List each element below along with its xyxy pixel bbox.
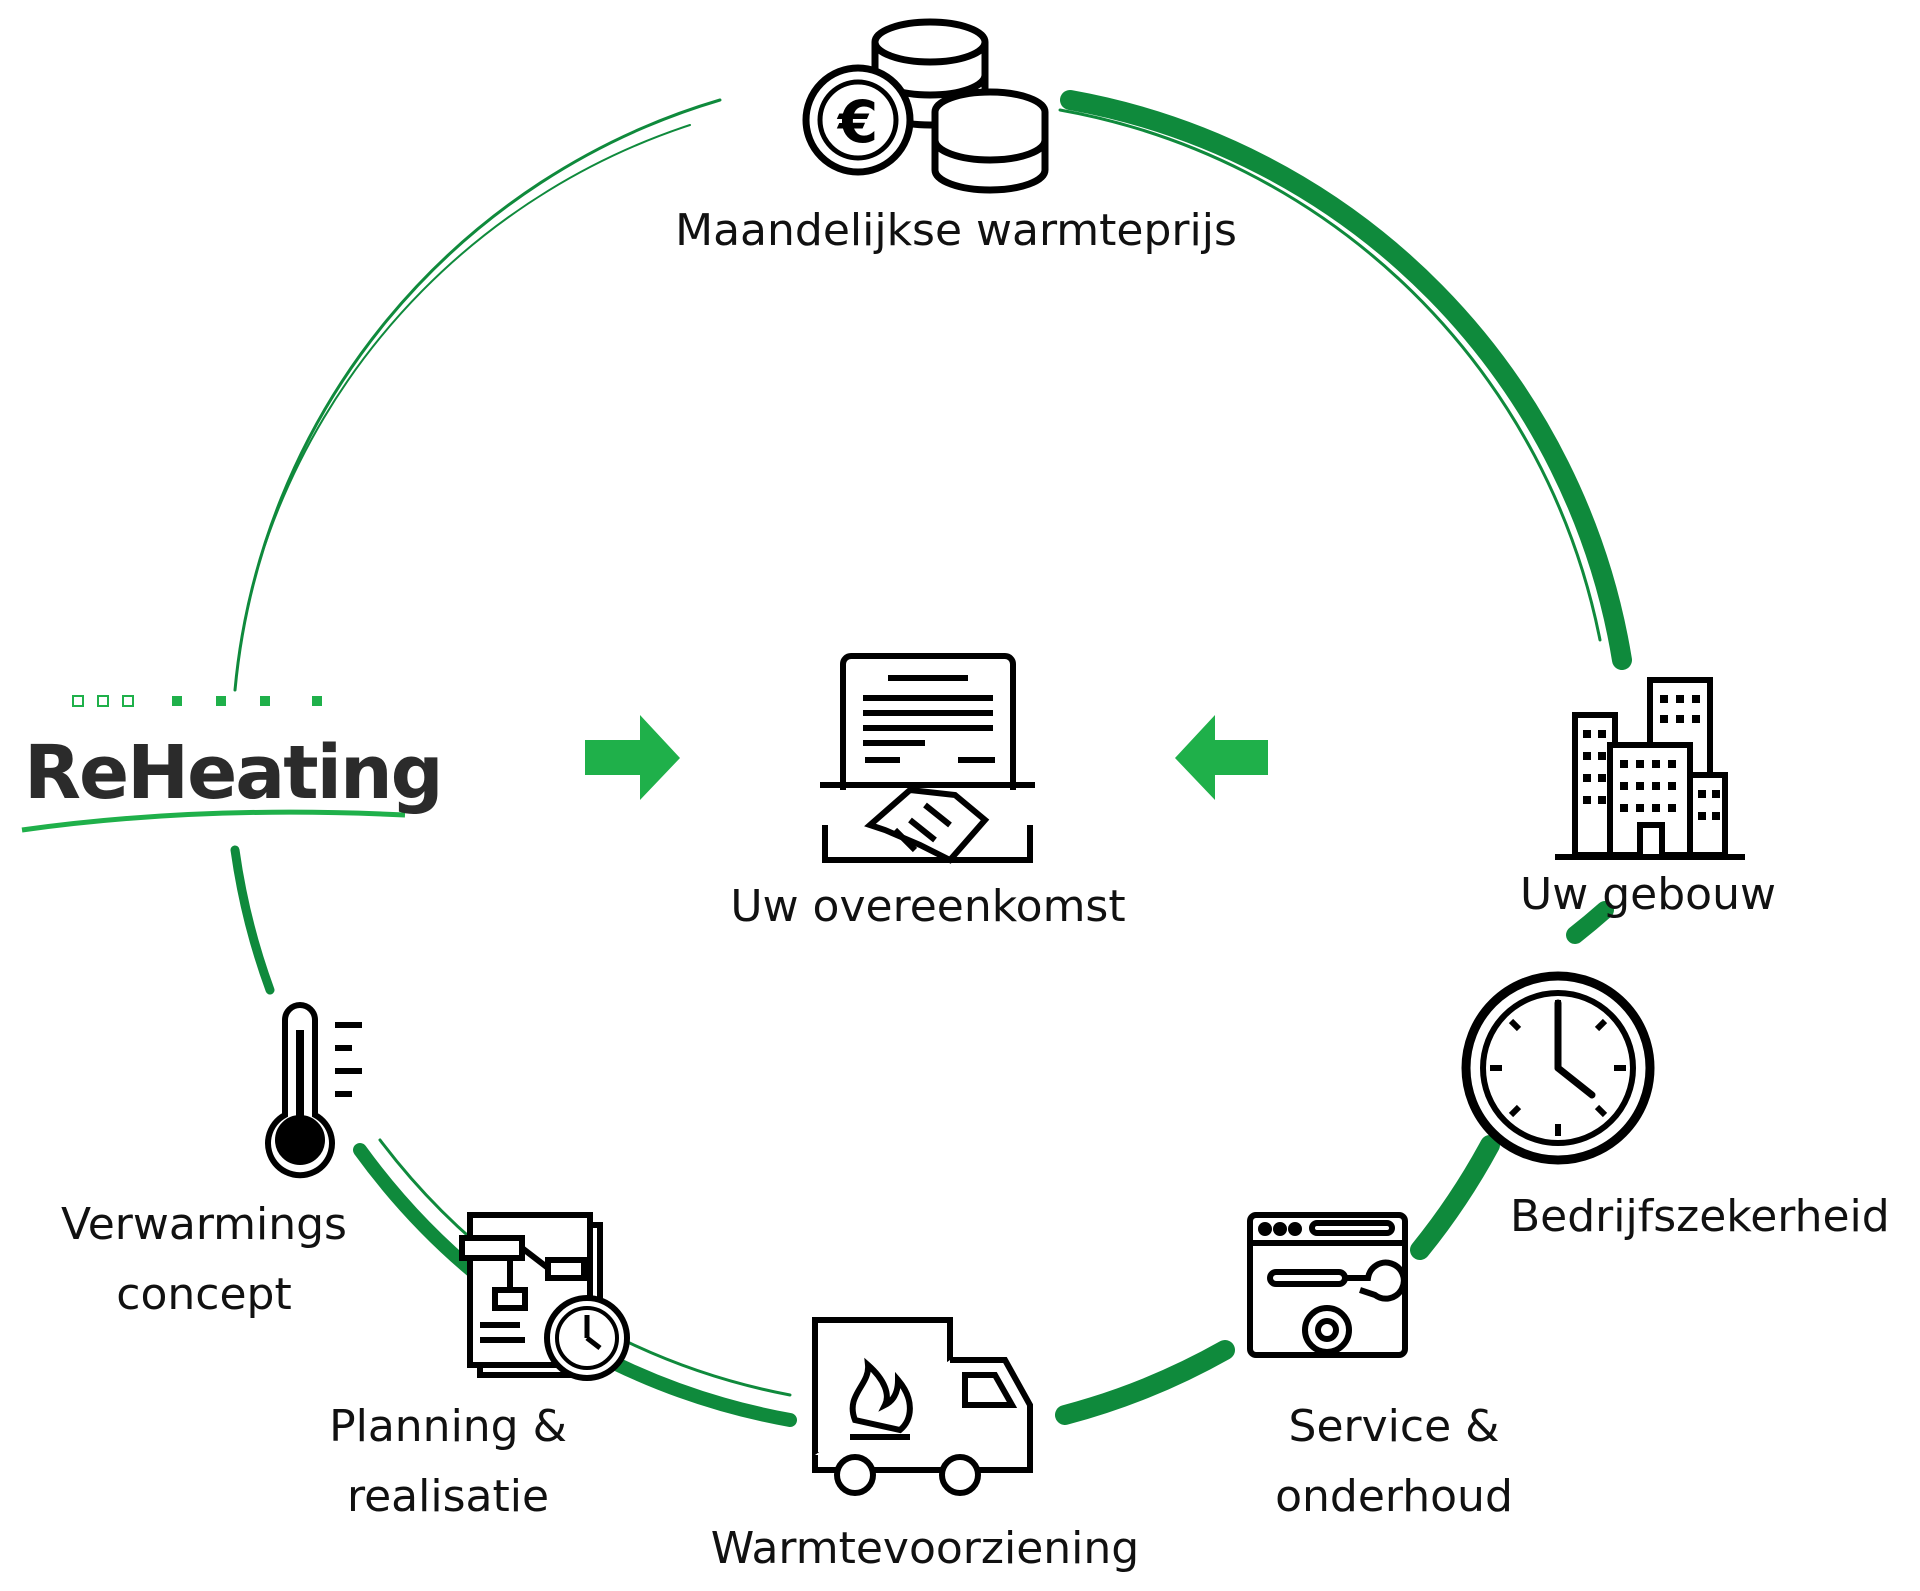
label-planning-line-2: realisatie [346, 1471, 550, 1522]
euro-coins-icon: € [802, 18, 1049, 194]
buildings-icon [1555, 677, 1745, 860]
reheating-logo [21, 695, 406, 833]
fire-truck-icon [812, 1317, 1033, 1496]
label-bedrijfszekerheid: Bedrijfszekerheid [1510, 1191, 1890, 1242]
arrow-right-icon [585, 715, 680, 800]
label-gebouw: Uw gebouw [1520, 869, 1776, 920]
thermometer-icon [265, 1002, 362, 1179]
ring-segment-bottom-right [1055, 1340, 1235, 1425]
ring-segment-right-mid [1566, 901, 1614, 944]
label-service-line-1: Service & [1288, 1401, 1500, 1452]
clock-icon [1461, 971, 1655, 1165]
plan-clock-icon [459, 1212, 630, 1381]
arrow-left-icon [1175, 715, 1268, 800]
label-verwarming-line-1: Verwarmings [61, 1199, 347, 1250]
label-service-line-2: onderhoud [1275, 1471, 1513, 1522]
brand-name: ReHeating [24, 730, 444, 816]
svg-text:€: € [836, 88, 878, 156]
ring-segment-left [230, 845, 275, 995]
logo-squares [72, 695, 322, 707]
logo-swoosh [21, 809, 406, 833]
label-overeenkomst: Uw overeenkomst [730, 881, 1126, 932]
ring-segment-top-right-line [1058, 108, 1602, 642]
ring-segment-top-left-line [259, 124, 691, 561]
label-planning-line-1: Planning & [329, 1401, 567, 1452]
contract-handshake-icon [820, 653, 1035, 864]
label-warmtevoorziening: Warmtevoorziening [710, 1523, 1140, 1574]
settings-wrench-icon [1247, 1212, 1408, 1358]
label-maandelijkse: Maandelijkse warmteprijs [675, 205, 1237, 256]
label-verwarming-line-2: concept [116, 1269, 292, 1320]
ring-segment-right-lower [1410, 1135, 1500, 1260]
ring-segment-top-right [1060, 90, 1632, 670]
ring-segment-top-left [233, 98, 722, 692]
